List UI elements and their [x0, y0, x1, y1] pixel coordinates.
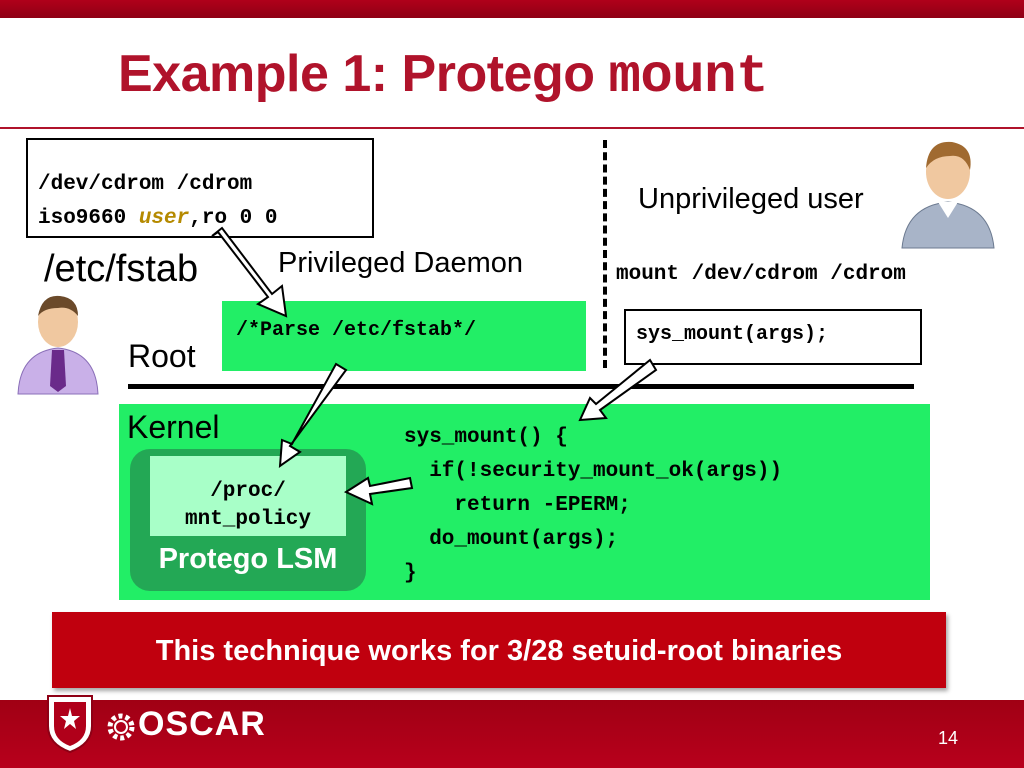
conclusion-banner: This technique works for 3/28 setuid-roo…: [52, 612, 946, 688]
university-shield-logo: [47, 695, 93, 754]
title-rule: [0, 127, 1024, 129]
policy-line1: /proc/: [210, 480, 286, 503]
fstab-line2-prefix: iso9660: [38, 207, 139, 230]
arrow-fstab-to-daemon: [211, 226, 288, 318]
arrow-user-to-kernel: [578, 358, 658, 422]
title-code: mount: [608, 47, 768, 108]
root-boundary-line: [128, 384, 914, 389]
daemon-label: Privileged Daemon: [278, 247, 524, 279]
fstab-user-option: user: [138, 207, 190, 230]
kernel-code: sys_mount() { if(!security_mount_ok(args…: [404, 426, 783, 585]
fstab-callout: /dev/cdrom /cdrom iso9660 user,ro 0 0: [26, 138, 374, 238]
oscar-logo-text: OSCAR: [138, 705, 266, 743]
root-label: Root: [128, 338, 196, 374]
footer-bar: [0, 700, 1024, 768]
top-bar: [0, 0, 1024, 18]
fstab-label: /etc/fstab: [44, 248, 199, 290]
user-divider: [603, 140, 607, 368]
unprivileged-label: Unprivileged user: [638, 183, 864, 215]
unprivileged-user-icon: [901, 141, 995, 249]
kernel-label: Kernel: [127, 409, 220, 445]
gear-icon: [107, 713, 135, 741]
fstab-line1: /dev/cdrom /cdrom: [38, 173, 253, 196]
arrow-daemon-to-policy: [278, 362, 348, 469]
arrow-code-to-policy: [343, 476, 414, 506]
fstab-line2-suffix: ,ro 0 0: [189, 207, 278, 230]
title-text: Example 1: Protego: [118, 45, 595, 103]
lsm-label: Protego LSM: [158, 543, 338, 575]
page-number: 14: [937, 728, 958, 748]
policy-file-box: /proc/mnt_policy: [150, 456, 346, 536]
syscall-bubble: sys_mount(args);: [624, 309, 922, 365]
user-command: mount /dev/cdrom /cdrom: [616, 263, 906, 286]
admin-user-icon: [17, 295, 99, 395]
policy-line2: mnt_policy: [184, 508, 312, 531]
